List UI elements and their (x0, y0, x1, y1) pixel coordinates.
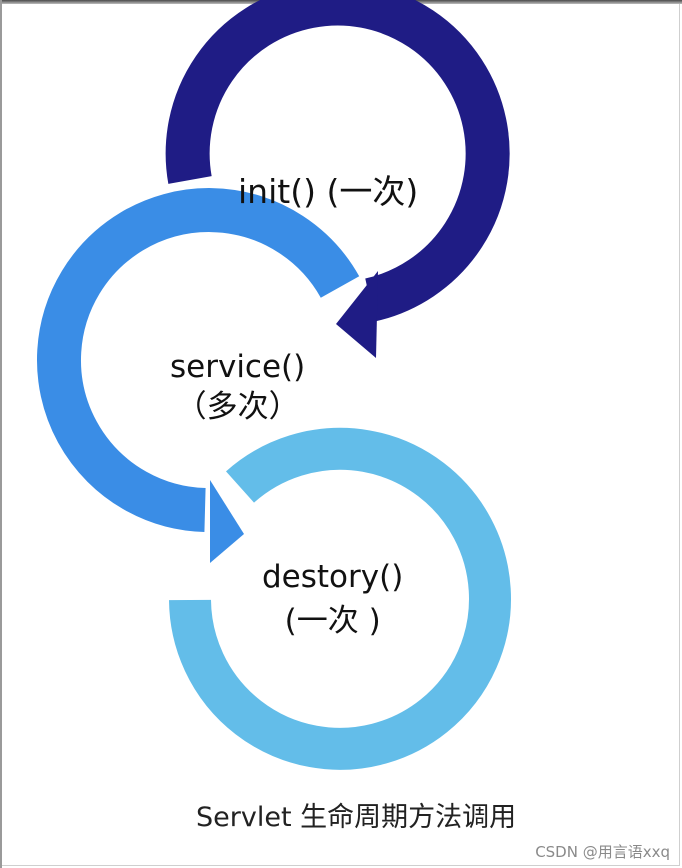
service-label: service() （多次） (170, 347, 305, 427)
service-method-text: service() (170, 349, 306, 385)
diagram-caption: Servlet 生命周期方法调用 (196, 802, 517, 833)
service-arc (37, 188, 360, 532)
init-arc (165, 0, 510, 322)
destroy-ring (169, 427, 511, 770)
service-arrowhead (210, 480, 244, 563)
csdn-watermark: CSDN @用言语xxq (535, 843, 670, 861)
init-frequency-text: (一次) (326, 172, 419, 211)
destroy-method-text: destory() (262, 559, 404, 595)
init-label: init() (一次) (238, 165, 418, 213)
init-arrowhead (336, 271, 378, 358)
destroy-frequency-text: (一次 ) (284, 603, 381, 639)
init-method-text: init() (238, 172, 316, 211)
left-edge-line (0, 0, 2, 868)
destroy-label: destory() (一次 ) (262, 555, 403, 643)
service-frequency-text: （多次） (175, 389, 300, 425)
